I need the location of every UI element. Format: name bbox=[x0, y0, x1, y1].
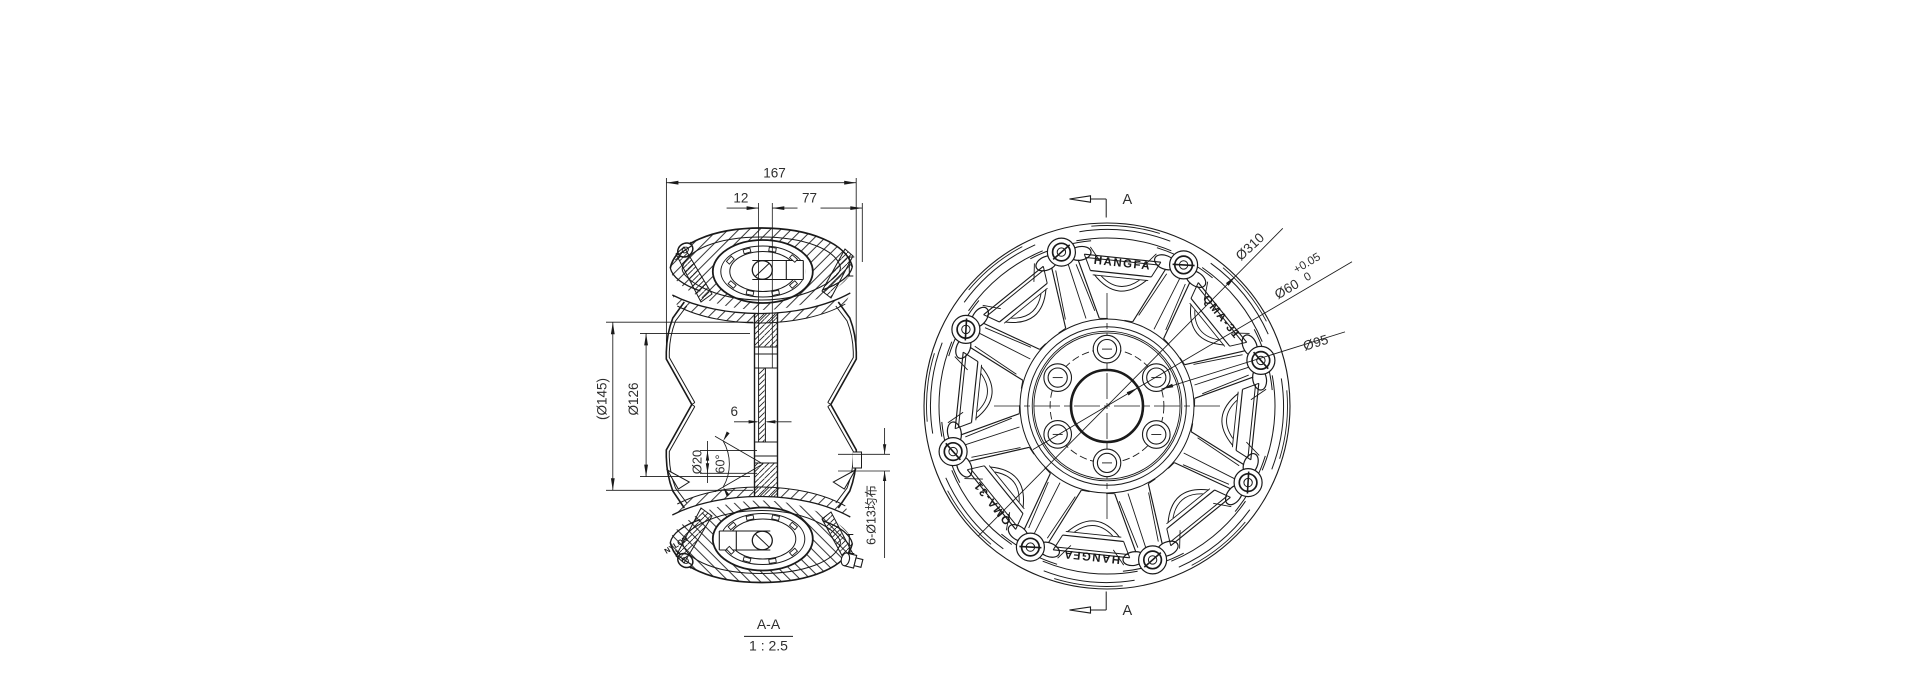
svg-text:Ø20: Ø20 bbox=[690, 450, 705, 475]
svg-text:HANGFA: HANGFA bbox=[1093, 255, 1152, 273]
svg-text:6-Ø13均布: 6-Ø13均布 bbox=[865, 485, 879, 545]
svg-text:Ø126: Ø126 bbox=[626, 382, 641, 415]
svg-text:HANGFA: HANGFA bbox=[1062, 547, 1121, 565]
svg-text:1 : 2.5: 1 : 2.5 bbox=[749, 638, 788, 654]
svg-text:77: 77 bbox=[802, 191, 817, 206]
svg-text:12: 12 bbox=[733, 191, 748, 206]
svg-text:60°: 60° bbox=[714, 455, 728, 474]
svg-text:167: 167 bbox=[763, 166, 786, 181]
svg-text:A: A bbox=[1122, 192, 1132, 208]
svg-text:(Ø145): (Ø145) bbox=[595, 378, 610, 420]
svg-text:A: A bbox=[1122, 603, 1132, 619]
svg-text:6: 6 bbox=[730, 404, 738, 419]
svg-text:A-A: A-A bbox=[757, 616, 781, 632]
svg-text:0: 0 bbox=[1302, 270, 1314, 284]
svg-text:Ø95: Ø95 bbox=[1301, 332, 1330, 354]
